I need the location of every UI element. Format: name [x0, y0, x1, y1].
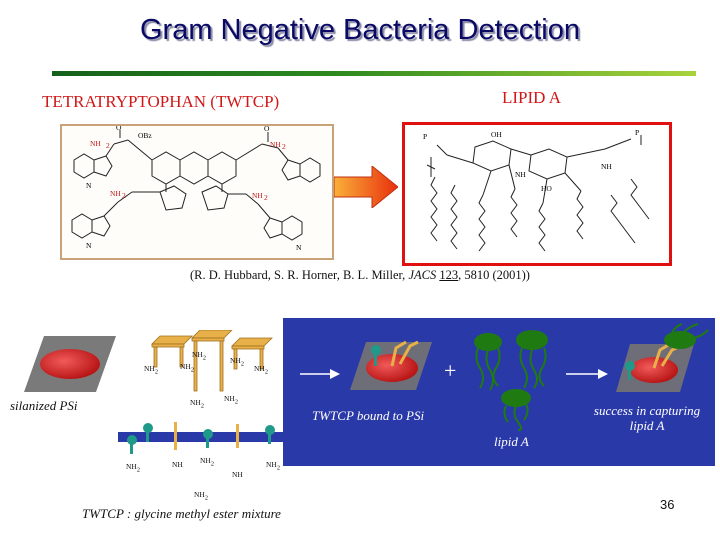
- step-arrow-2-icon: [566, 369, 608, 379]
- twtcp-structure: NH 2 NH 2 NH 2 NH 2 OBz O O N N N: [60, 123, 334, 260]
- silane-linkers: [151, 330, 273, 392]
- nh2-label-4: NH: [252, 191, 263, 200]
- amine-label-6: NH2: [190, 398, 204, 410]
- nh2-label-2: NH: [270, 140, 281, 149]
- success-label: success in capturing lipid A: [593, 403, 701, 433]
- oh-label: OH: [491, 130, 502, 139]
- amine-label-7: NH2: [224, 394, 238, 406]
- ho-label: HO: [541, 184, 552, 193]
- amine-label-4: NH2: [230, 356, 244, 368]
- citation: (R. D. Hubbard, S. R. Horner, B. L. Mill…: [0, 268, 720, 283]
- step-arrow-1-icon: [300, 369, 340, 379]
- phosphate-p-label-2: P: [635, 128, 639, 137]
- plus-sign: +: [444, 358, 457, 383]
- amine-label-1: NH2: [144, 364, 158, 376]
- obz-label: OBz: [138, 131, 152, 140]
- amine-label-11: NH2: [194, 490, 208, 502]
- twtcp-structure-drawing: NH 2 NH 2 NH 2 NH 2 OBz O O N N N: [71, 123, 321, 252]
- o-label-1: O: [116, 126, 122, 132]
- amine-label-5: NH2: [254, 364, 268, 376]
- o-label-2: O: [264, 126, 270, 133]
- n-label-3: N: [296, 243, 302, 252]
- n-label-2: N: [86, 241, 92, 250]
- n-label-1: N: [86, 181, 92, 190]
- nh2-label-3: NH: [110, 189, 121, 198]
- nh2-sub-1: 2: [106, 141, 110, 150]
- amine-label-9: NH2: [200, 456, 214, 468]
- twtcp-bound-chip: [350, 340, 432, 390]
- amine-label-8: NH2: [126, 462, 140, 474]
- twtcp-mixture-surface: [118, 422, 300, 454]
- nh-label-1: NH: [515, 170, 526, 179]
- nh2-sub-4: 2: [264, 193, 268, 202]
- twtcp-bound-label: TWTCP bound to PSi: [312, 408, 425, 423]
- slide-title: Gram Negative Bacteria Detection: [139, 14, 581, 46]
- amine-label-3: NH2: [192, 350, 206, 362]
- citation-prefix: (R. D. Hubbard, S. R. Horner, B. L. Mill…: [190, 268, 409, 282]
- lipid-a-molecules-icon: [474, 330, 548, 431]
- nh2-label-1: NH: [90, 139, 101, 148]
- amine-label-2: NH2: [180, 362, 194, 374]
- slide-number: 36: [660, 497, 675, 512]
- twtcp-header: TETRATRYPTOPHAN (TWTCP): [42, 92, 280, 111]
- lipid-a-structure: P P OH HO NH NH: [402, 122, 672, 266]
- citation-journal: JACS: [408, 268, 437, 282]
- nh-label-1: NH: [172, 460, 183, 469]
- mixture-label: TWTCP : glycine methyl ester mixture: [82, 506, 281, 521]
- lipid-a-structure-drawing: P P OH HO NH NH: [423, 128, 650, 252]
- nh-label-2: NH: [601, 162, 612, 171]
- lipid-a-header: LIPID A: [502, 88, 562, 107]
- silanized-psi-chip: [24, 336, 116, 392]
- phosphate-p-label-1: P: [423, 132, 427, 141]
- nh2-sub-2: 2: [282, 142, 286, 151]
- reaction-arrow-icon: [334, 166, 398, 208]
- silanized-psi-label: silanized PSi: [10, 398, 78, 413]
- captured-lipid-a-chip: [616, 323, 709, 392]
- nh2-sub-3: 2: [122, 191, 126, 200]
- citation-rest: , 5810 (2001)): [458, 268, 530, 282]
- lipid-a-label: lipid A: [494, 434, 529, 449]
- citation-volume: 123: [439, 268, 459, 282]
- nh-label-2: NH: [232, 470, 243, 479]
- amine-label-10: NH2: [266, 460, 280, 472]
- title-underline: [52, 71, 696, 76]
